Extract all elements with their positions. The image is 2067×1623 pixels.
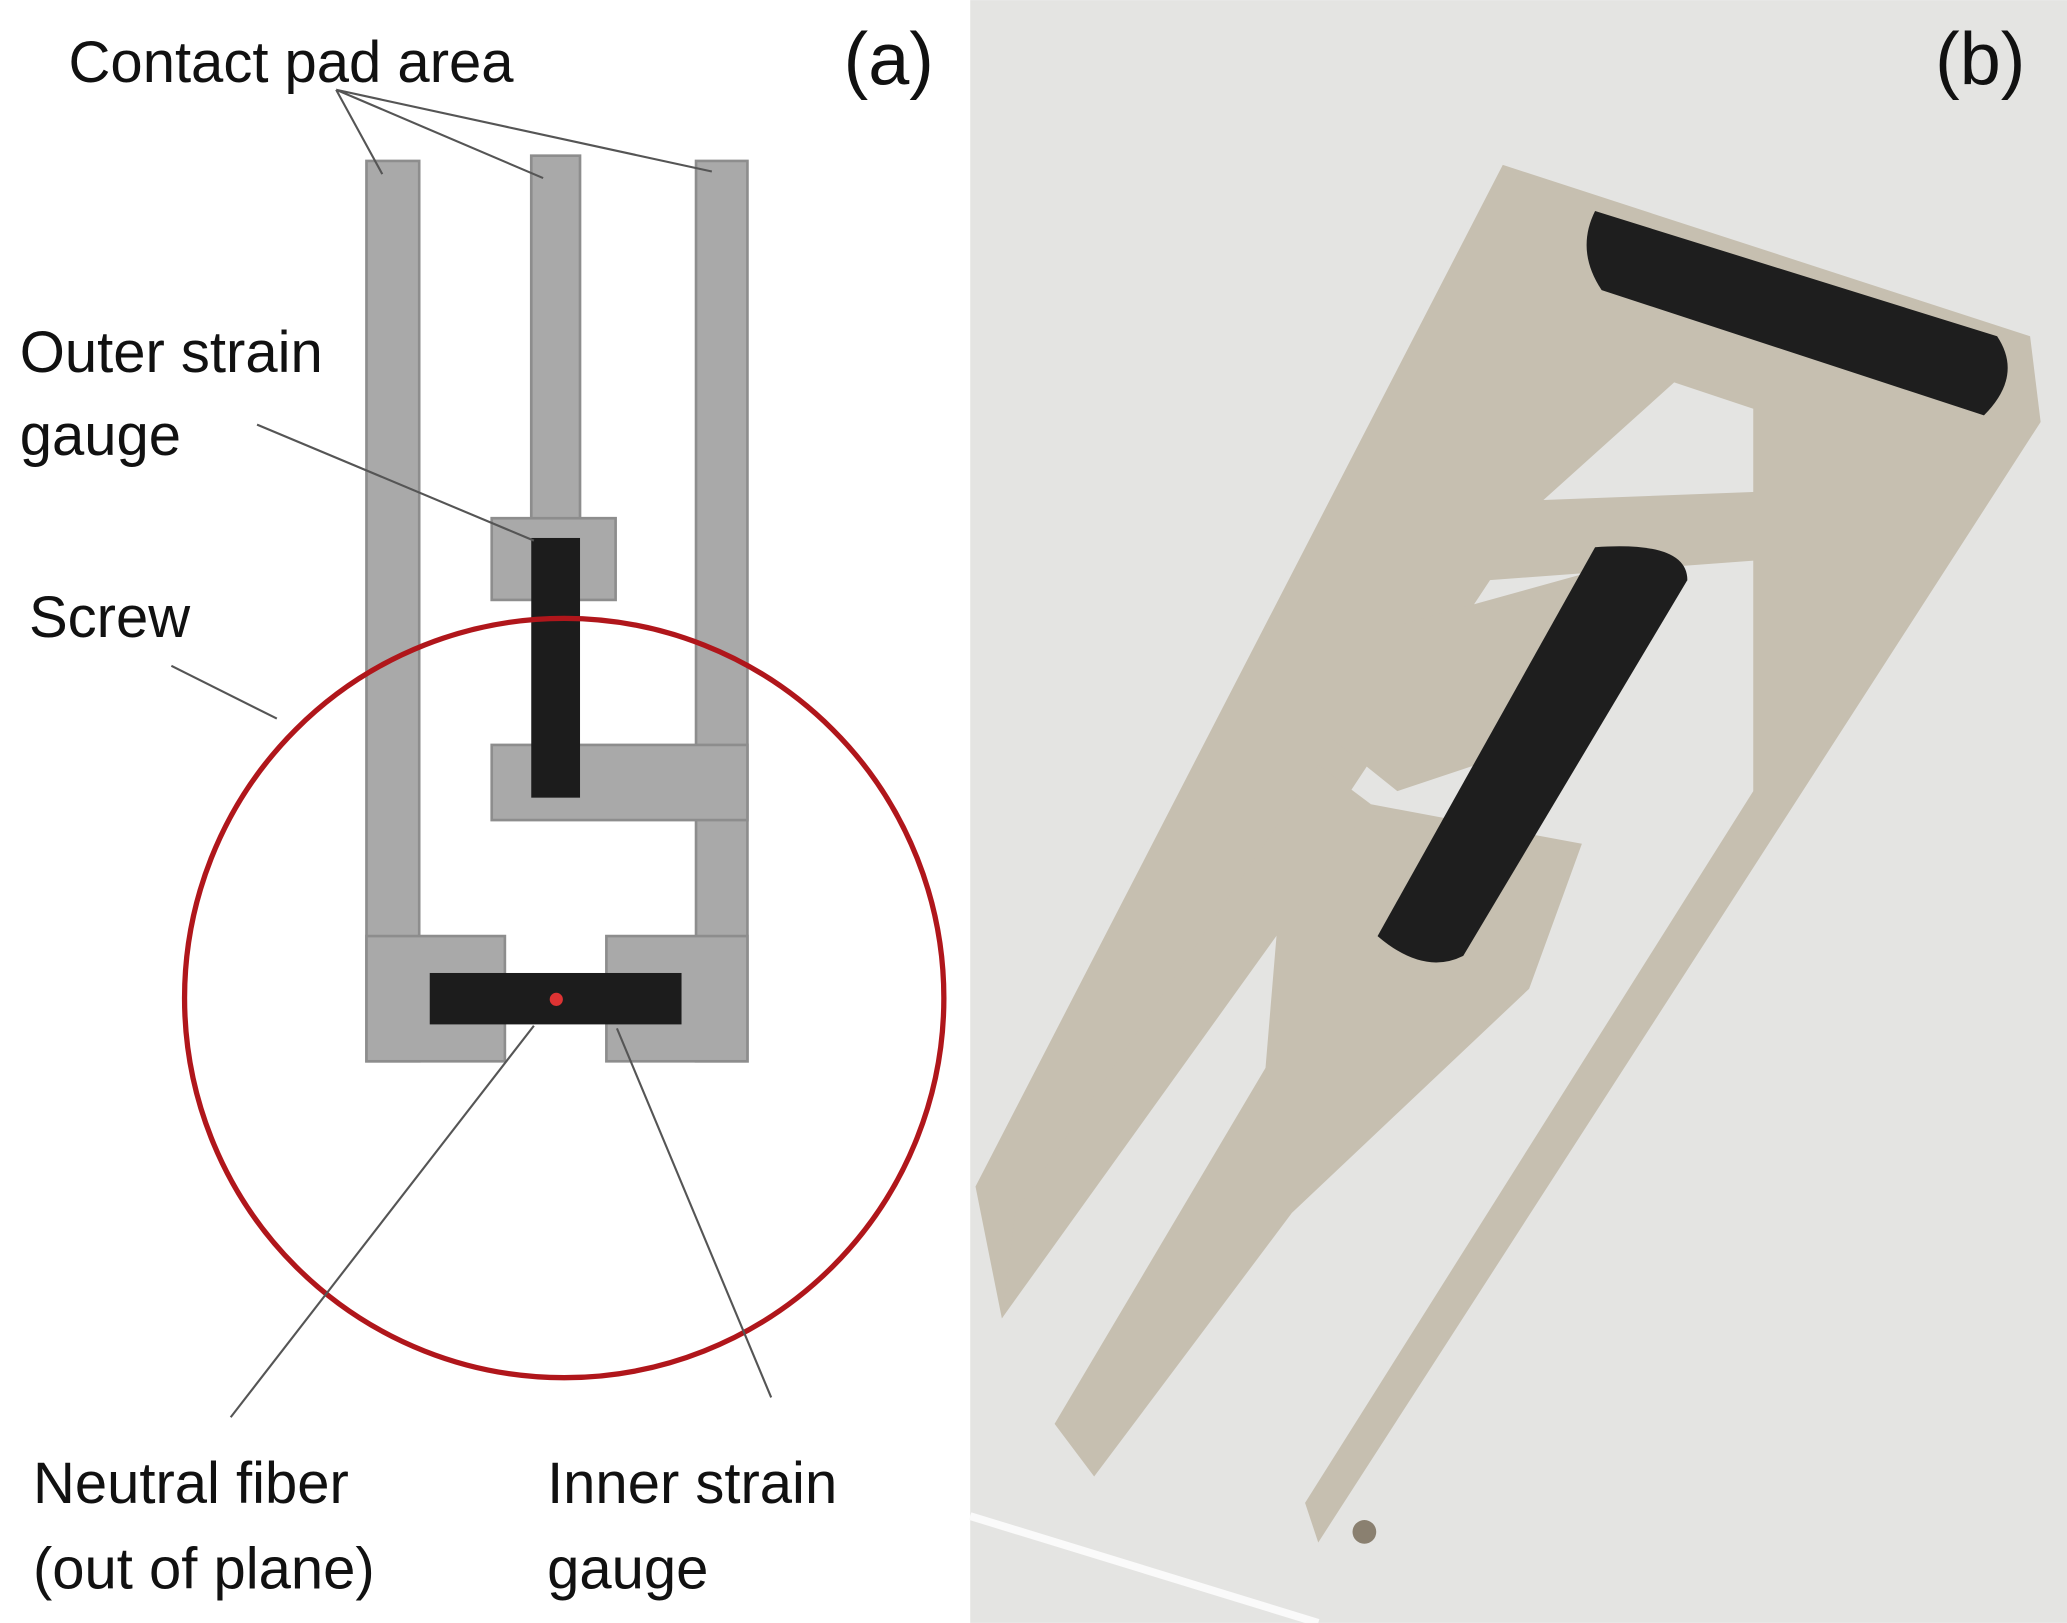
photo-contact-dot	[1352, 1520, 1377, 1544]
photo-inner-gauge	[1377, 546, 1688, 963]
neutral-fiber-dot	[549, 992, 563, 1006]
panel-b-photo: (b)	[969, 0, 2067, 1623]
inner-gauge-label-2: gauge	[547, 1537, 708, 1602]
photo-outer-gauge	[1586, 211, 2008, 416]
inner-gauge-label-1: Inner strain	[547, 1451, 837, 1516]
panel-b-tag: (b)	[1935, 17, 2025, 100]
leader-lines	[170, 88, 773, 1418]
screw-circle	[181, 615, 947, 1381]
neutral-fiber-label-1: Neutral fiber	[33, 1451, 349, 1516]
outer-strain-gauge	[531, 537, 581, 798]
neutral-fiber-label-2: (out of plane)	[33, 1537, 375, 1602]
screw-label: Screw	[29, 585, 191, 650]
contact-pad-label: Contact pad area	[69, 30, 515, 95]
outer-gauge-label-2: gauge	[20, 403, 181, 468]
panel-a-tag: (a)	[844, 17, 934, 100]
outer-gauge-label-1: Outer strain	[20, 320, 323, 385]
panel-a-schematic: Contact pad area (a) Outer strain gauge …	[0, 0, 971, 1623]
